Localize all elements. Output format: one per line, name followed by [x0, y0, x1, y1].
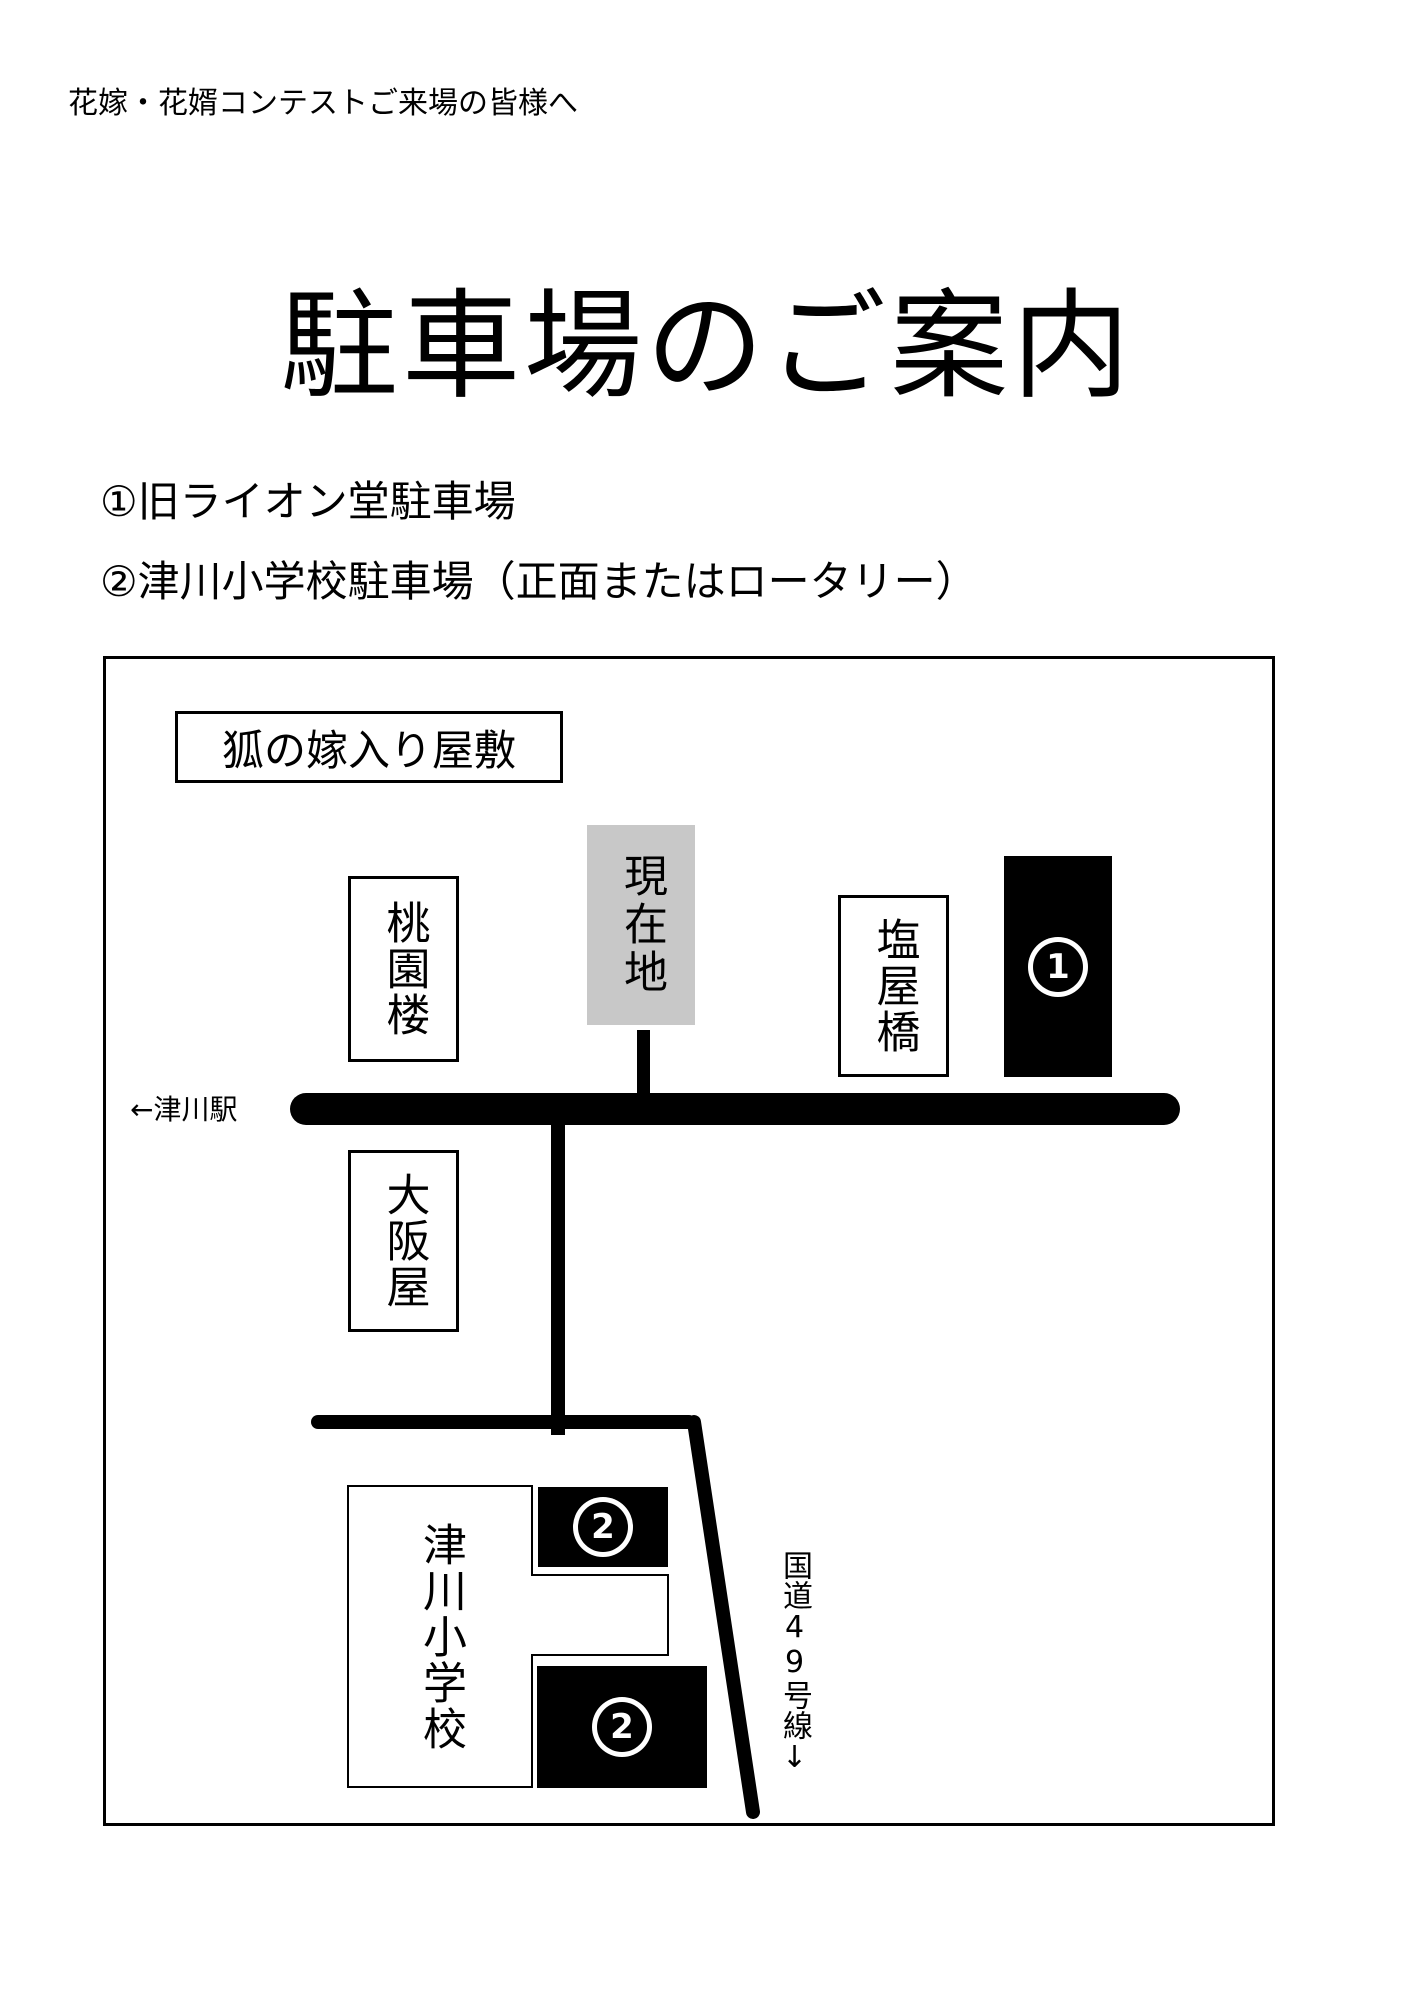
school-road — [311, 1415, 696, 1429]
parking-number-2-icon: 2 — [573, 1497, 633, 1557]
parking-lot-1-block: 1 — [1004, 856, 1112, 1077]
parking-number-2: 2 — [578, 1502, 628, 1552]
parking-lot-1-label: ①旧ライオン堂駐車場 — [100, 477, 516, 526]
side-road — [551, 1110, 565, 1435]
route-49-line — [687, 1415, 760, 1819]
building-touen: 桃園楼 — [348, 876, 459, 1062]
greeting-text: 花嫁・花婿コンテストご来場の皆様へ — [68, 86, 578, 121]
direction-tsugawa-station: ←津川駅 — [130, 1093, 238, 1126]
landmark-kitsune-yashiki: 狐の嫁入り屋敷 — [175, 711, 563, 783]
page-title: 駐車場のご案内 — [279, 277, 1134, 415]
parking-number-2-icon: 2 — [592, 1697, 652, 1757]
map-frame — [103, 656, 1275, 1826]
building-shioya: 塩屋橋 — [838, 895, 949, 1077]
parking-lot-2-label: ②津川小学校駐車場（正面またはロータリー） — [100, 557, 978, 606]
parking-lot-2-front-block: 2 — [538, 1487, 668, 1567]
parking-number-2: 2 — [597, 1702, 647, 1752]
building-school: 津川小学校 — [415, 1521, 466, 1752]
current-location-marker: 現在地 — [587, 825, 695, 1025]
school-building-outline — [347, 1485, 669, 1788]
parking-number-1-icon: 1 — [1028, 936, 1088, 997]
direction-route-49: 国道49号線↓ — [777, 1550, 812, 1775]
current-location-connector — [637, 1030, 650, 1100]
main-road — [290, 1093, 1180, 1125]
parking-lot-2-rotary-block: 2 — [537, 1666, 707, 1788]
building-osaka: 大阪屋 — [348, 1150, 459, 1332]
parking-number-1: 1 — [1033, 941, 1083, 992]
